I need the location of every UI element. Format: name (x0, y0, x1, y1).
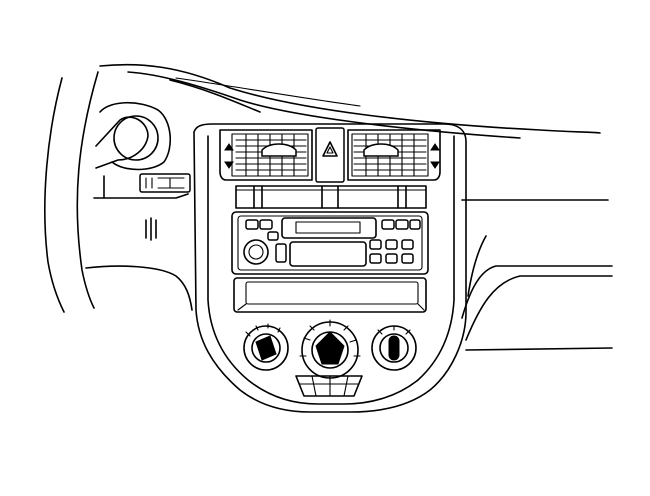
dashboard-lower-edge (85, 175, 613, 351)
right-air-vent (347, 129, 441, 181)
ac-buttons (295, 375, 363, 397)
vent-trim-strip (235, 185, 427, 209)
mode-knob (299, 319, 361, 379)
ignition-stalk (95, 101, 171, 171)
storage-pocket (233, 277, 427, 313)
climate-control-panel (243, 319, 417, 397)
hazard-switch (315, 127, 345, 183)
side-grille (145, 217, 157, 241)
left-air-vent (219, 129, 313, 181)
steering-wheel (44, 71, 99, 313)
switch-block (139, 173, 191, 193)
temperature-knob (371, 325, 417, 371)
center-console-bezel (193, 123, 467, 413)
radio-head-unit (231, 211, 429, 275)
dashboard-top-edge (99, 63, 601, 139)
fan-speed-knob (243, 323, 289, 371)
